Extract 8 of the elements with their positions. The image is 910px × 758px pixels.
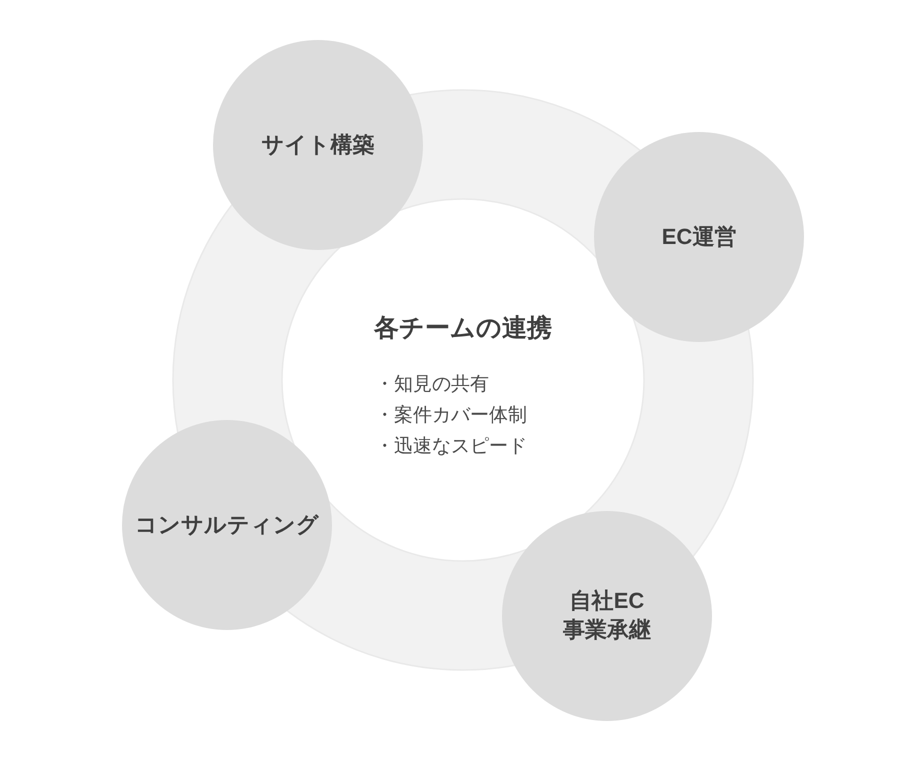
node-label: EC運営: [662, 222, 736, 251]
node-label: 自社EC事業承継: [562, 587, 652, 644]
node-label: コンサルティング: [135, 510, 319, 539]
node-label: サイト構築: [262, 130, 374, 159]
bullet-item: ・知見の共有: [375, 373, 489, 397]
bullet-item: ・案件カバー体制: [375, 404, 527, 428]
center-title: 各チームの連携: [374, 313, 552, 344]
bullet-item: ・迅速なスピード: [375, 435, 527, 459]
